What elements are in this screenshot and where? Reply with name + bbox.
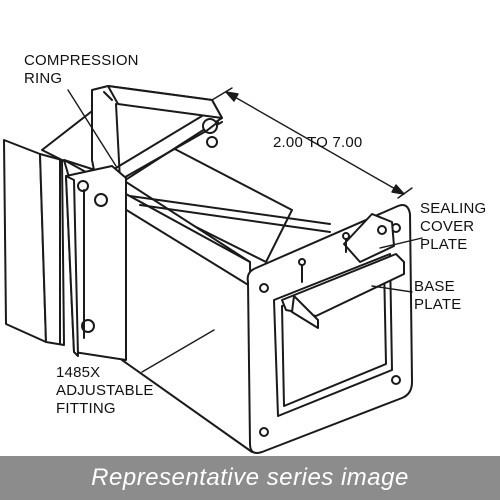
label-sealing-cover-plate-line2: COVER <box>420 218 475 235</box>
label-fitting-line3: FITTING <box>56 400 116 417</box>
leader-lines <box>67 89 423 373</box>
dimension-line <box>211 87 413 199</box>
label-fitting-line2: ADJUSTABLE <box>56 382 154 399</box>
label-compression-ring-line1: COMPRESSION <box>24 52 139 69</box>
label-dimension: 2.00 TO 7.00 <box>273 134 363 151</box>
back-flange <box>3 139 65 346</box>
label-base-plate-line1: BASE <box>414 278 455 295</box>
sealing-cover-plate <box>342 213 395 263</box>
back-bracket <box>65 165 127 361</box>
label-compression-ring-line2: RING <box>24 70 63 87</box>
label-sealing-cover-plate-line1: SEALING <box>420 200 487 217</box>
compression-ring <box>91 85 223 187</box>
caption-text: Representative series image <box>91 464 409 491</box>
base-plate <box>281 253 405 329</box>
label-base-plate-line2: PLATE <box>414 296 462 313</box>
label-sealing-cover-plate-line3: PLATE <box>420 236 468 253</box>
label-fitting-line1: 1485X <box>56 364 101 381</box>
caption-bar: Representative series image <box>0 456 500 500</box>
